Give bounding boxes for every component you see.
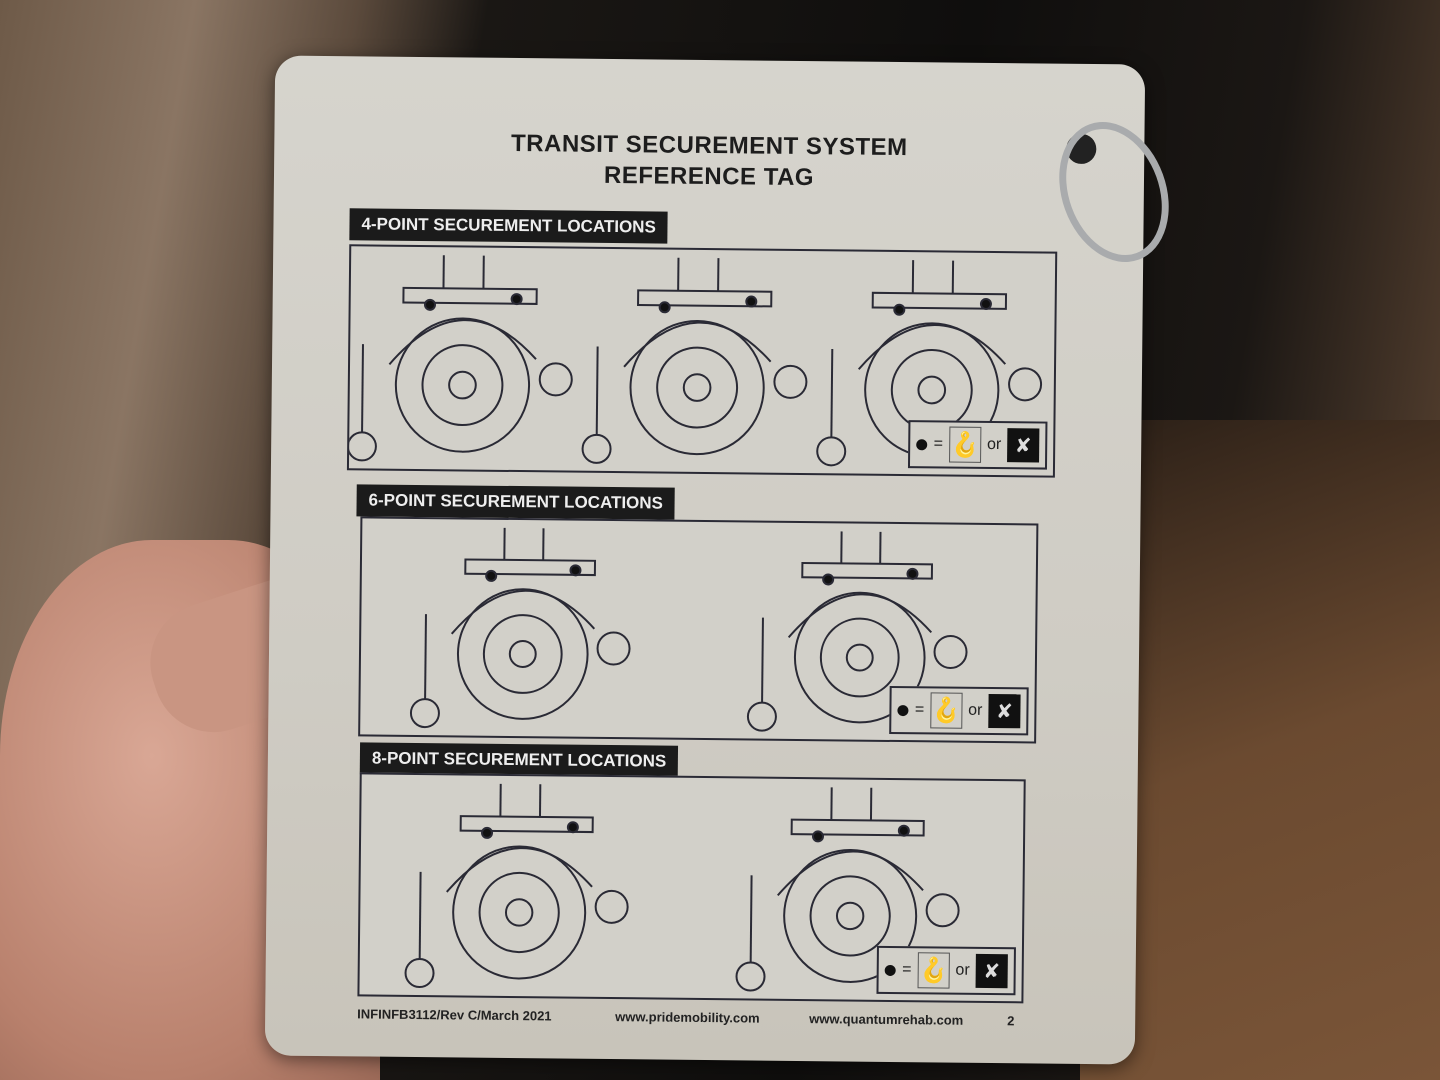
wheelchair-illustrations — [348, 255, 1043, 467]
wheelchair-drawing — [348, 255, 573, 462]
securement-point-dot — [510, 293, 523, 306]
securement-point-dot — [897, 824, 910, 837]
securement-point-dot — [811, 830, 824, 843]
securement-point-dot — [569, 564, 582, 577]
securement-point-dot-icon — [897, 704, 909, 716]
strap-icon: ✘ — [1007, 428, 1040, 463]
panel-8-point: = 🪝 or ✘ — [357, 772, 1026, 1004]
legend: = 🪝 or ✘ — [889, 685, 1029, 736]
legend-equals: = — [933, 435, 944, 453]
legend-or: or — [955, 961, 970, 979]
legend-or: or — [968, 701, 983, 719]
footer-doc-id: INFINFB3112/Rev C/March 2021 — [357, 1006, 552, 1024]
securement-point-dot — [566, 821, 579, 834]
hook-icon: 🪝 — [948, 426, 982, 463]
wheelchair-drawing — [404, 783, 629, 989]
hook-icon: 🪝 — [930, 692, 963, 729]
footer-page-number: 2 — [1007, 1013, 1015, 1029]
legend-equals: = — [902, 961, 912, 979]
securement-point-dot — [423, 298, 436, 311]
wheelchair-drawing — [581, 257, 808, 464]
panel-4-point: = 🪝 or ✘ — [346, 244, 1058, 478]
footer-url-pride: www.pridemobility.com — [615, 1009, 760, 1026]
securement-point-dot-icon — [916, 438, 928, 450]
footer-url-quantum: www.quantumrehab.com — [809, 1011, 964, 1028]
section-heading-4-point: 4-POINT SECUREMENT LOCATIONS — [349, 208, 669, 244]
wheelchair-illustrations — [404, 783, 960, 992]
securement-point-dot — [979, 297, 992, 310]
legend-equals: = — [914, 701, 925, 719]
securement-point-dot — [893, 303, 906, 316]
securement-point-dot — [745, 295, 758, 308]
hook-icon: 🪝 — [917, 952, 950, 989]
securement-point-dot — [481, 826, 494, 839]
strap-icon: ✘ — [988, 693, 1021, 729]
tag-title-line2: REFERENCE TAG — [603, 161, 815, 192]
legend: = 🪝 or ✘ — [876, 945, 1016, 996]
securement-point-dot — [658, 301, 671, 314]
securement-point-dot — [485, 569, 498, 582]
securement-point-dot — [906, 567, 919, 580]
wheelchair-drawing — [409, 527, 631, 729]
legend-or: or — [986, 435, 1002, 454]
section-heading-6-point: 6-POINT SECUREMENT LOCATIONS — [356, 484, 676, 520]
securement-point-dot — [822, 573, 835, 586]
wheelchair-drawing — [735, 787, 960, 992]
legend: = 🪝 or ✘ — [908, 420, 1048, 470]
wheelchair-drawing — [746, 531, 968, 732]
reference-tag-card: TRANSIT SECUREMENT SYSTEM REFERENCE TAG … — [264, 55, 1146, 1065]
wheelchair-illustrations — [409, 527, 968, 732]
strap-icon: ✘ — [975, 953, 1008, 989]
securement-point-dot-icon — [885, 964, 897, 976]
panel-6-point: = 🪝 or ✘ — [358, 516, 1039, 744]
